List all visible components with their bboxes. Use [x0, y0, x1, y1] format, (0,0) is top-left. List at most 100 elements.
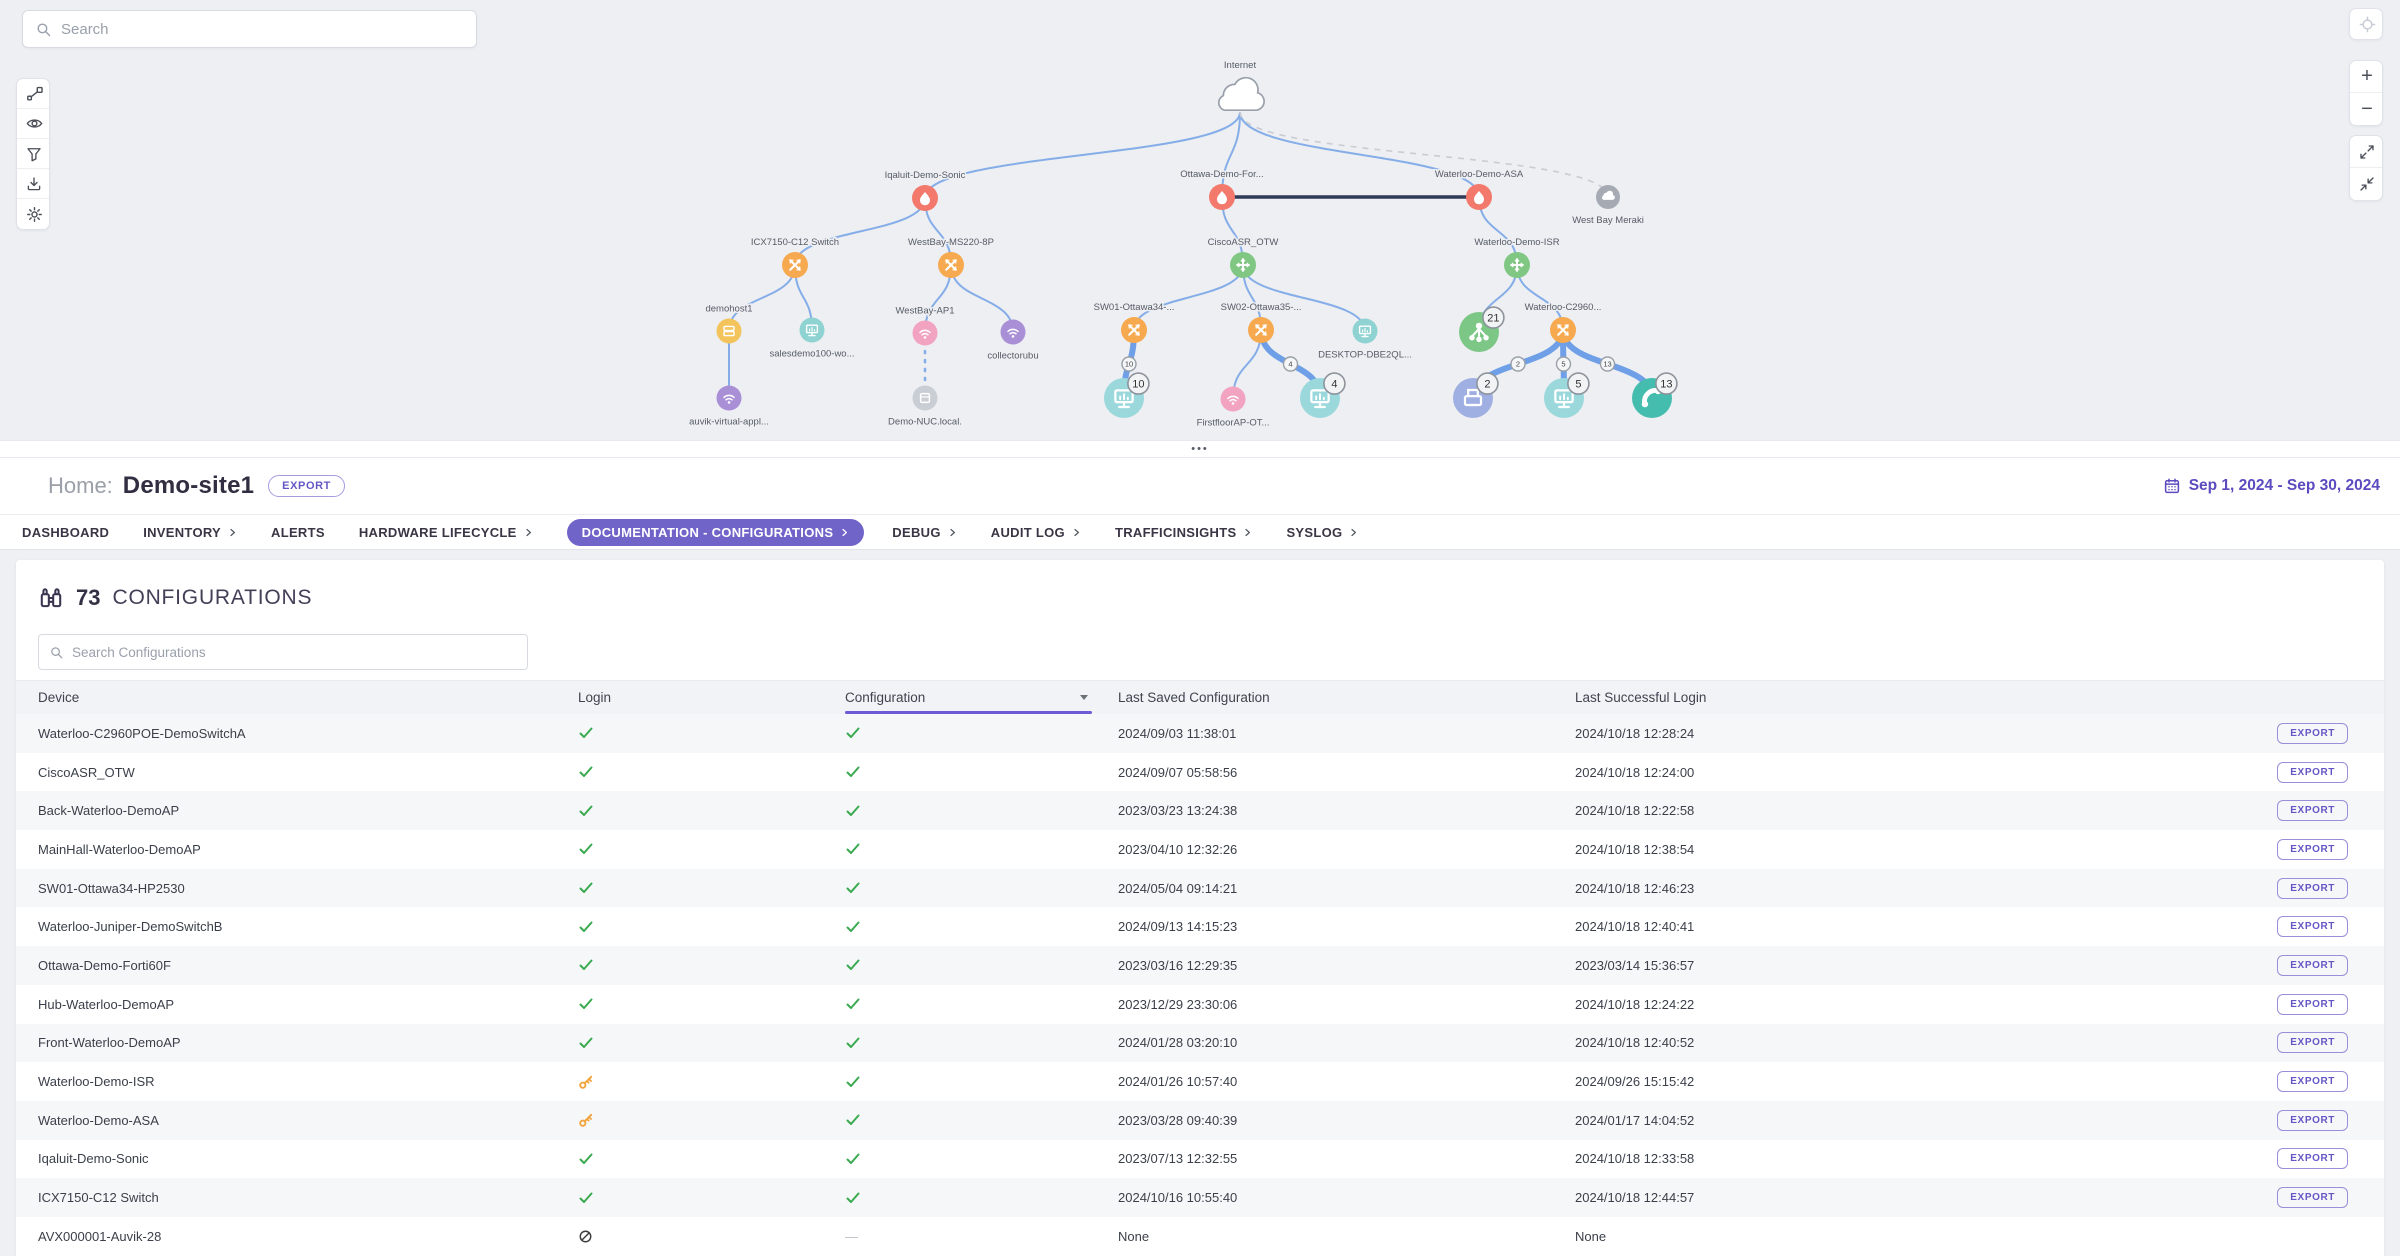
row-export-button[interactable]: EXPORT: [2277, 1032, 2348, 1053]
date-range-picker[interactable]: Sep 1, 2024 - Sep 30, 2024: [2163, 477, 2380, 495]
row-export-button[interactable]: EXPORT: [2277, 1187, 2348, 1208]
map-node-salesdemo[interactable]: [800, 318, 825, 343]
row-export-button[interactable]: EXPORT: [2277, 878, 2348, 899]
device-name: Back-Waterloo-DemoAP: [38, 803, 578, 818]
settings-gear-icon[interactable]: [17, 199, 50, 229]
map-node-monitor5[interactable]: 5: [1544, 373, 1589, 418]
nav-tab-trafficinsights[interactable]: TRAFFICINSIGHTS: [1115, 525, 1253, 540]
row-export-button[interactable]: EXPORT: [2277, 1148, 2348, 1169]
expand-icon[interactable]: [2350, 136, 2383, 168]
configurations-search-input[interactable]: [72, 645, 517, 660]
map-node-waterlooISR[interactable]: [1504, 252, 1530, 278]
row-export-button[interactable]: EXPORT: [2277, 762, 2348, 783]
row-export-button[interactable]: EXPORT: [2277, 916, 2348, 937]
row-export-button[interactable]: EXPORT: [2277, 1110, 2348, 1131]
map-edge: [925, 112, 1240, 198]
table-row: Ottawa-Demo-Forti60F 2023/03/16 12:29:35…: [16, 946, 2384, 985]
last-saved-configuration: 2023/03/16 12:29:35: [1118, 958, 1575, 973]
map-node-green21[interactable]: 21: [1459, 307, 1504, 352]
map-node-westbayAP1[interactable]: [913, 321, 938, 346]
zoom-out-button[interactable]: −: [2350, 93, 2383, 125]
map-node-internet[interactable]: [1219, 78, 1264, 110]
svg-text:4: 4: [1331, 378, 1337, 390]
col-device[interactable]: Device: [38, 690, 578, 705]
row-export-button[interactable]: EXPORT: [2277, 955, 2348, 976]
success-check-icon: [845, 1112, 1118, 1128]
nav-tab-inventory[interactable]: INVENTORY: [143, 525, 237, 540]
col-last-saved[interactable]: Last Saved Configuration: [1118, 690, 1575, 705]
visibility-icon[interactable]: [17, 109, 50, 139]
map-node-cluster4[interactable]: 4: [1300, 373, 1345, 418]
chevron-right-icon: [1243, 527, 1252, 538]
map-node-demoNUC[interactable]: [913, 386, 938, 411]
nav-tab-hardware-lifecycle[interactable]: HARDWARE LIFECYCLE: [359, 525, 533, 540]
map-search-input[interactable]: [61, 21, 464, 38]
map-node-desktopDBE[interactable]: [1353, 319, 1378, 344]
map-node-demohost1[interactable]: [717, 319, 742, 344]
zoom-in-button[interactable]: +: [2350, 61, 2383, 93]
success-check-icon: [578, 1190, 845, 1206]
configuration-status: [845, 1151, 1118, 1167]
last-successful-login: 2024/10/18 12:33:58: [1575, 1151, 2214, 1166]
chevron-right-icon: [228, 527, 237, 538]
map-search[interactable]: [22, 10, 477, 48]
success-check-icon: [578, 803, 845, 819]
page-header: Home: Demo-site1 EXPORT Sep 1, 2024 - Se…: [0, 458, 2400, 514]
map-node-waterlooC2960[interactable]: [1550, 317, 1576, 343]
nav-tab-audit-log[interactable]: AUDIT LOG: [991, 525, 1081, 540]
binoculars-icon: [38, 585, 64, 611]
map-node-icx7150[interactable]: [782, 252, 808, 278]
success-check-icon: [845, 996, 1118, 1012]
device-name: Waterloo-Juniper-DemoSwitchB: [38, 919, 578, 934]
map-node-printer2[interactable]: 2: [1453, 373, 1498, 418]
map-node-sw01[interactable]: [1121, 317, 1147, 343]
last-successful-login: 2024/10/18 12:46:23: [1575, 881, 2214, 896]
map-node-westbayMS220[interactable]: [938, 252, 964, 278]
filter-icon[interactable]: [17, 139, 50, 169]
download-icon[interactable]: [17, 169, 50, 199]
nav-tab-dashboard[interactable]: DASHBOARD: [22, 525, 109, 540]
nav-tab-alerts[interactable]: ALERTS: [271, 525, 325, 540]
network-map-section: 1042513211042513InternetIqaluit-Demo-Son…: [0, 0, 2400, 440]
map-node-label: demohost1: [705, 304, 752, 315]
row-export-button[interactable]: EXPORT: [2277, 994, 2348, 1015]
crosshair-icon[interactable]: [2350, 9, 2383, 39]
network-topology-map[interactable]: 1042513211042513InternetIqaluit-Demo-Son…: [0, 0, 2400, 440]
map-resize-divider[interactable]: •••: [0, 440, 2400, 458]
site-export-button[interactable]: EXPORT: [268, 475, 345, 497]
sort-caret-icon: [1080, 695, 1088, 700]
map-node-auvik[interactable]: [717, 386, 742, 411]
map-node-sw02[interactable]: [1248, 317, 1274, 343]
map-node-meraki[interactable]: [1596, 185, 1620, 209]
login-status: [578, 764, 845, 780]
login-status: [578, 1190, 845, 1206]
map-node-iqaluit[interactable]: [912, 185, 938, 211]
map-node-label: Ottawa-Demo-For...: [1180, 169, 1263, 180]
col-login[interactable]: Login: [578, 690, 845, 705]
map-node-ottawaFor[interactable]: [1209, 184, 1235, 210]
col-last-login[interactable]: Last Successful Login: [1575, 690, 2214, 705]
collapse-icon[interactable]: [2350, 168, 2383, 200]
row-export-button[interactable]: EXPORT: [2277, 723, 2348, 744]
map-node-waterlooASA[interactable]: [1466, 184, 1492, 210]
map-node-collectorubu[interactable]: [1001, 320, 1026, 345]
map-node-firstfloorAP[interactable]: [1221, 387, 1246, 412]
edge-count-badge: 10: [1122, 357, 1136, 371]
row-export-button[interactable]: EXPORT: [2277, 1071, 2348, 1092]
col-configuration-sorted[interactable]: Configuration: [845, 681, 1118, 714]
configurations-card: 73 CONFIGURATIONS Device Login Configura…: [16, 560, 2384, 1256]
map-node-ciscoASR[interactable]: [1230, 252, 1256, 278]
table-row: Hub-Waterloo-DemoAP 2023/12/29 23:30:06 …: [16, 985, 2384, 1024]
nav-tab-documentation-configurations[interactable]: DOCUMENTATION - CONFIGURATIONS: [567, 519, 865, 546]
map-layout-icon[interactable]: [17, 79, 50, 109]
drag-handle[interactable]: •••: [1191, 446, 1209, 452]
nav-tab-debug[interactable]: DEBUG: [892, 525, 956, 540]
configurations-search[interactable]: [38, 634, 528, 670]
row-export-button[interactable]: EXPORT: [2277, 839, 2348, 860]
row-export-button[interactable]: EXPORT: [2277, 800, 2348, 821]
success-check-icon: [578, 880, 845, 896]
chevron-right-icon: [524, 527, 533, 538]
map-node-label: CiscoASR_OTW: [1208, 237, 1279, 248]
nav-tab-syslog[interactable]: SYSLOG: [1286, 525, 1358, 540]
map-node-cluster10[interactable]: 10: [1104, 373, 1149, 418]
